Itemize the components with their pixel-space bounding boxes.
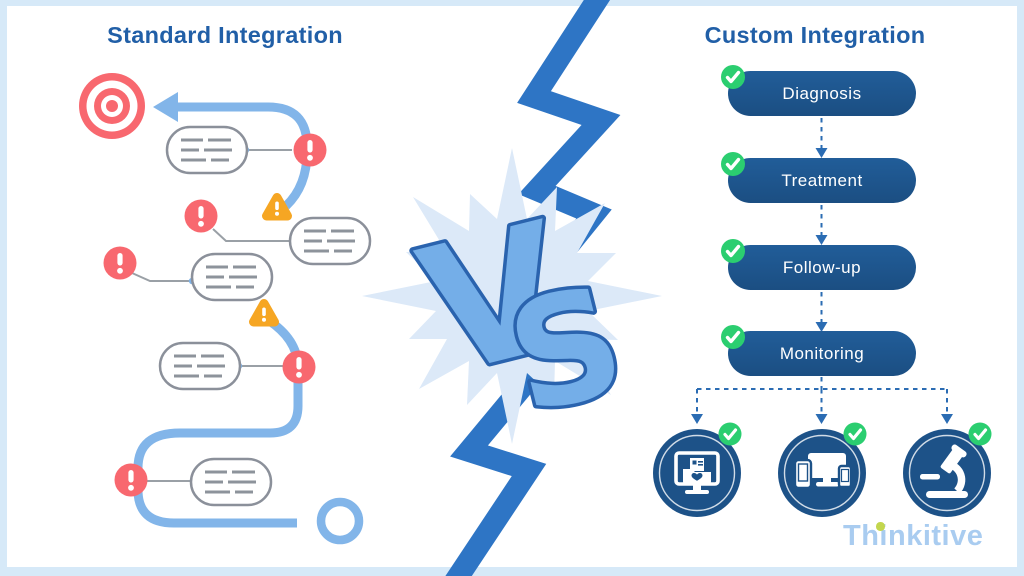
speech-bubble (288, 216, 372, 266)
left-panel-title: Standard Integration (107, 22, 343, 48)
outcome-circle-microscope (903, 420, 994, 517)
step-label: Monitoring (779, 343, 865, 363)
check-icon (720, 151, 746, 177)
start-open-circle-icon (316, 497, 364, 545)
speech-bubble (190, 252, 274, 302)
target-bullseye-icon (79, 73, 145, 139)
thinkitive-logo: Thinkitive (843, 522, 1003, 554)
step-label: Diagnosis (782, 83, 862, 103)
check-icon (720, 324, 746, 350)
step-pill-follow-up: Follow-up (721, 239, 916, 290)
error-exclamation-icon (293, 133, 327, 167)
step-pill-diagnosis: Diagnosis (721, 65, 916, 116)
step-pill-treatment: Treatment (721, 152, 916, 203)
multi-devices-icon (793, 453, 853, 490)
ehr-monitor-icon (674, 451, 720, 494)
logo-text: Thinkitive (843, 520, 984, 552)
vs-starburst (362, 148, 662, 444)
error-exclamation-icon (282, 350, 316, 384)
step-label: Treatment (781, 170, 863, 190)
step-pill-monitoring: Monitoring (721, 325, 916, 376)
error-exclamation-icon (114, 463, 148, 497)
error-exclamation-icon (184, 199, 218, 233)
check-icon (966, 420, 994, 448)
speech-bubble (189, 457, 273, 507)
workflow-connectors (696, 118, 948, 415)
step-label: Follow-up (782, 257, 862, 277)
outcome-circle-ehr (653, 420, 744, 517)
speech-bubble (165, 125, 249, 175)
check-icon (720, 238, 746, 264)
warning-triangle-icon (254, 304, 275, 323)
check-icon (841, 420, 869, 448)
error-exclamation-icon (103, 246, 137, 280)
logo-dot (876, 522, 885, 531)
outcome-circle-devices (778, 420, 869, 517)
connector-lines (131, 149, 292, 482)
check-icon (716, 420, 744, 448)
standard-flow-diagram (79, 73, 372, 545)
left-arrow-icon (153, 92, 178, 122)
microscope-icon (920, 444, 968, 498)
check-icon (720, 64, 746, 90)
workflow-arrowheads (691, 148, 953, 424)
warning-triangle-icon (267, 198, 288, 217)
right-panel-title: Custom Integration (704, 22, 926, 48)
speech-bubble (158, 341, 242, 391)
